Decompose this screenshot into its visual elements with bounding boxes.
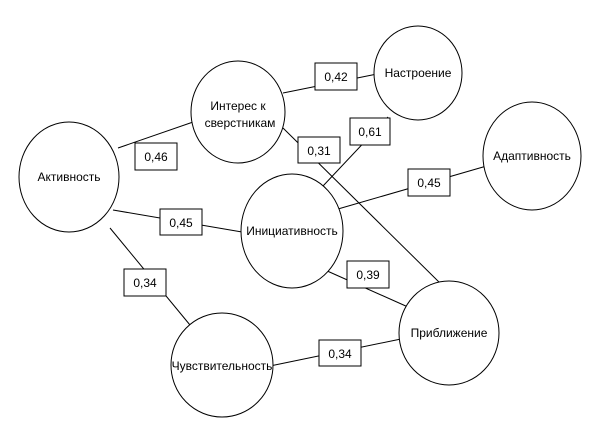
node-priblizhenie: Приближение <box>398 280 500 386</box>
edge-label-iniciativnost-nastroenie: 0,61 <box>349 117 391 146</box>
node-aktivnost-label: Активность <box>37 170 100 184</box>
edge-label-aktivnost-interes: 0,46 <box>134 142 178 171</box>
node-interes-circle <box>190 60 286 164</box>
edge-aktivnost-interes <box>117 120 197 149</box>
edge-label-aktivnost-chuvstvitelnost-text: 0,34 <box>133 276 157 290</box>
edge-label-iniciativnost-nastroenie-box <box>349 117 391 146</box>
node-chuvstvitelnost-label: Чувствительность <box>172 359 273 373</box>
edge-label-interes-nastroenie-box <box>314 62 358 91</box>
edge-label-iniciativnost-nastroenie-text: 0,61 <box>358 125 382 139</box>
edge-label-interes-priblizhenie: 0,31 <box>297 136 341 164</box>
node-nastroenie: Настроение <box>373 25 463 121</box>
edge-label-aktivnost-chuvstvitelnost: 0,34 <box>123 268 167 297</box>
edge-label-aktivnost-iniciativnost-text: 0,45 <box>169 216 193 230</box>
node-iniciativnost: Инициативность <box>240 173 344 289</box>
edge-label-aktivnost-iniciativnost-box <box>159 208 203 236</box>
edge-label-aktivnost-iniciativnost: 0,45 <box>159 208 203 236</box>
edge-label-interes-nastroenie-text: 0,42 <box>324 70 348 84</box>
edge-label-aktivnost-interes-box <box>134 142 178 171</box>
edge-label-iniciativnost-adaptivnost: 0,45 <box>407 168 451 197</box>
edge-label-aktivnost-interes-text: 0,46 <box>144 150 168 164</box>
edge-label-interes-priblizhenie-box <box>297 136 341 164</box>
node-adaptivnost-circle <box>482 101 582 211</box>
edge-label-iniciativnost-adaptivnost-text: 0,45 <box>417 176 441 190</box>
node-chuvstvitelnost: Чувствительность <box>170 312 274 418</box>
node-chuvstvitelnost-circle <box>170 312 274 418</box>
edge-label-iniciativnost-priblizhenie: 0,39 <box>346 260 390 289</box>
edge-label-chuvstvitelnost-priblizhenie: 0,34 <box>318 339 362 367</box>
node-adaptivnost: Адаптивность <box>482 101 582 211</box>
node-iniciativnost-label: Инициативность <box>246 224 338 238</box>
node-priblizhenie-circle <box>398 280 500 386</box>
node-priblizhenie-label: Приближение <box>411 326 488 340</box>
node-nastroenie-circle <box>373 25 463 121</box>
node-adaptivnost-label: Адаптивность <box>493 149 571 163</box>
edge-labels: 0,46 0,42 0,61 0,31 0,45 0,45 0,39 <box>123 62 451 367</box>
node-aktivnost-circle <box>18 121 120 233</box>
edge-label-chuvstvitelnost-priblizhenie-box <box>318 339 362 367</box>
edge-label-chuvstvitelnost-priblizhenie-text: 0,34 <box>328 347 352 361</box>
node-nastroenie-label: Настроение <box>385 66 452 80</box>
node-interes: Интерес к сверстникам <box>190 60 286 164</box>
edge-label-aktivnost-chuvstvitelnost-box <box>123 268 167 297</box>
edge-label-interes-nastroenie: 0,42 <box>314 62 358 91</box>
edge-label-iniciativnost-adaptivnost-box <box>407 168 451 197</box>
edge-label-iniciativnost-priblizhenie-text: 0,39 <box>356 268 380 282</box>
node-aktivnost: Активность <box>18 121 120 233</box>
nodes: Активность Интерес к сверстникам Настрое… <box>18 25 582 418</box>
node-interes-label-line2: сверстникам <box>205 116 276 130</box>
edge-label-iniciativnost-priblizhenie-box <box>346 260 390 289</box>
node-iniciativnost-circle <box>240 173 344 289</box>
node-interes-label-line1: Интерес к <box>210 99 266 113</box>
edge-label-interes-priblizhenie-text: 0,31 <box>307 144 331 158</box>
